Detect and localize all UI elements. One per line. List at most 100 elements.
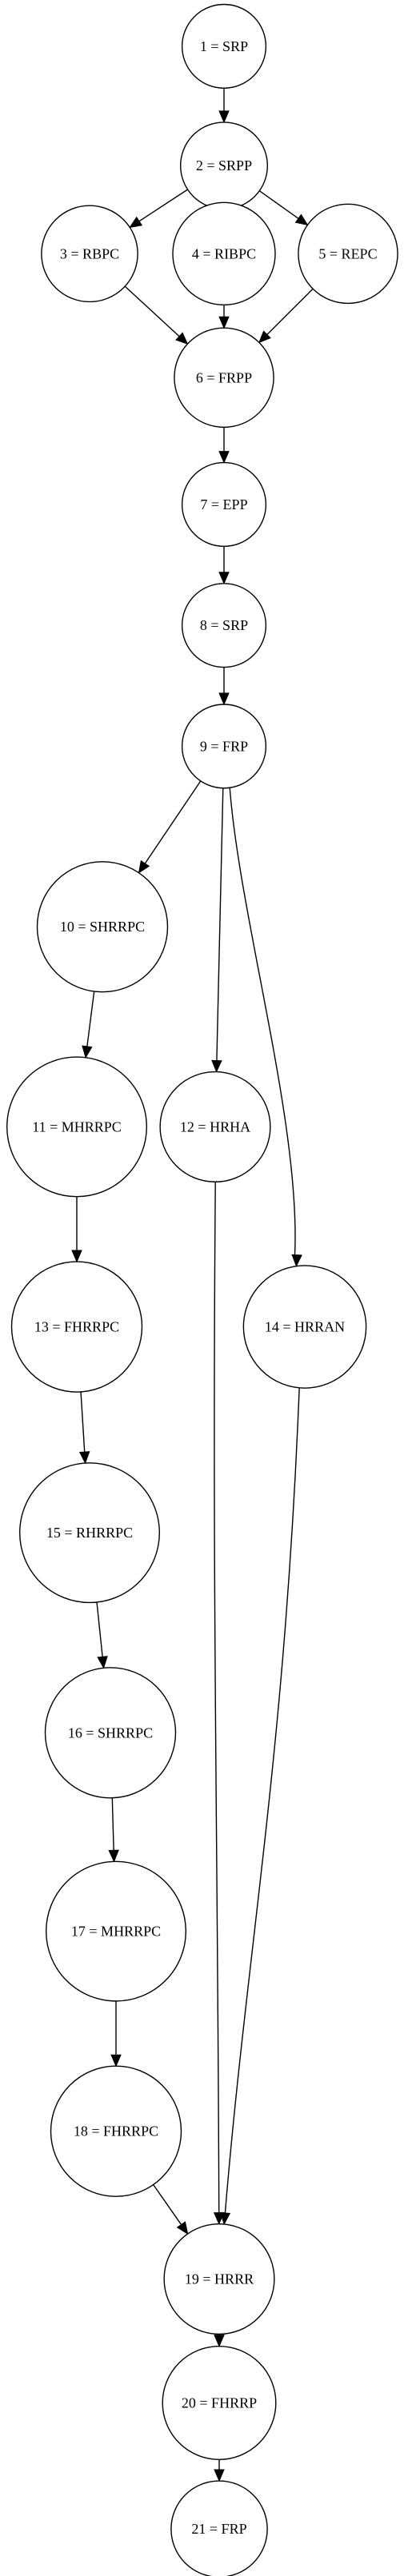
node-label-14: 14 = HRRAN [265, 1319, 345, 1335]
node-circle-12 [159, 1071, 271, 1182]
node-circle-3 [41, 205, 138, 303]
arrowhead-18-to-19 [176, 2221, 189, 2235]
node-circle-8 [181, 583, 267, 668]
node-label-8: 8 = SRP [200, 617, 248, 633]
node-label-4: 4 = RIBPC [192, 245, 256, 261]
arrowhead-16-to-17 [108, 1849, 119, 1863]
node-label-2: 2 = SRPP [196, 158, 252, 173]
arrowhead-7-to-8 [218, 572, 230, 585]
arrowhead-2-to-3 [129, 216, 143, 229]
node-label-7: 7 = EPP [200, 496, 247, 512]
node-9: 9 = FRP [181, 704, 267, 789]
node-label-1: 1 = SRP [200, 38, 248, 54]
arrowhead-10-to-11 [82, 1045, 93, 1059]
node-circle-16 [44, 1667, 177, 1799]
arrowhead-8-to-9 [218, 692, 230, 706]
arrowhead-15-to-16 [97, 1656, 108, 1669]
node-label-6: 6 = FRPP [196, 369, 252, 385]
node-7: 7 = EPP [181, 461, 267, 548]
edge-9-to-14 [229, 788, 296, 1255]
edge-2-to-5 [258, 190, 299, 219]
node-8: 8 = SRP [181, 583, 267, 668]
arrowhead-9-to-10 [138, 859, 150, 874]
node-label-12: 12 = HRHA [180, 1119, 250, 1134]
node-20: 20 = FHRRP [162, 2345, 277, 2460]
node-circle-6 [174, 327, 274, 429]
arrowhead-3-to-6 [175, 332, 189, 345]
edge-13-to-15 [80, 1391, 86, 1453]
arrowhead-19-to-20 [214, 2335, 225, 2347]
edge-3-to-6 [124, 285, 180, 337]
node-4: 4 = RIBPC [172, 201, 276, 306]
node-circle-20 [162, 2345, 277, 2460]
node-circle-17 [45, 1860, 187, 2002]
arrowhead-6-to-7 [218, 451, 230, 464]
node-2: 2 = SRPP [179, 122, 269, 210]
node-19: 19 = HRRR [163, 2223, 275, 2335]
node-18: 18 = FHRRPC [50, 2065, 182, 2197]
node-6: 6 = FRPP [174, 327, 274, 429]
node-16: 16 = SHRRPC [44, 1667, 177, 1799]
edge-16-to-17 [111, 1797, 114, 1851]
node-label-16: 16 = SHRRPC [68, 1725, 153, 1741]
node-circle-21 [170, 2480, 268, 2576]
node-21: 21 = FRP [170, 2480, 268, 2576]
node-14: 14 = HRRAN [242, 1265, 367, 1389]
node-label-3: 3 = RBPC [60, 245, 119, 261]
arrowhead-11-to-13 [71, 1250, 82, 1263]
node-12: 12 = HRHA [159, 1071, 271, 1182]
edge-18-to-19 [153, 2184, 182, 2225]
node-13: 13 = FHRRPC [10, 1261, 143, 1393]
node-label-10: 10 = SHRRPC [60, 919, 145, 935]
node-11: 11 = MHRRPC [6, 1056, 148, 1198]
arrowhead-2-to-5 [294, 213, 309, 226]
node-circle-5 [298, 203, 398, 305]
node-circle-13 [10, 1261, 143, 1393]
edge-5-to-6 [266, 288, 314, 335]
node-label-9: 9 = FRP [200, 738, 248, 754]
node-circle-11 [6, 1056, 148, 1198]
edge-15-to-16 [96, 1601, 103, 1657]
node-circle-1 [181, 3, 267, 89]
edge-14-to-19 [224, 1387, 300, 2214]
node-10: 10 = SHRRPC [36, 861, 169, 993]
node-label-5: 5 = REPC [318, 245, 377, 261]
arrowhead-17-to-18 [110, 2054, 122, 2068]
arrowhead-9-to-12 [211, 1059, 222, 1073]
node-circle-18 [50, 2065, 182, 2197]
graph-nodes: 1 = SRP 2 = SRPP 3 = RBPC 4 = RIBPC 5 = REPC… [6, 3, 398, 2576]
node-label-13: 13 = FHRRPC [34, 1319, 119, 1335]
node-circle-4 [172, 201, 276, 306]
node-label-20: 20 = FHRRP [182, 2395, 257, 2411]
node-circle-15 [18, 1462, 161, 1604]
node-label-21: 21 = FRP [191, 2521, 246, 2537]
node-15: 15 = RHRRPC [18, 1462, 161, 1604]
node-circle-7 [181, 461, 267, 548]
edge-10-to-11 [86, 991, 95, 1047]
arrowhead-1-to-2 [218, 110, 230, 124]
node-circle-19 [163, 2223, 275, 2335]
edge-9-to-10 [144, 780, 202, 864]
node-label-11: 11 = MHRRPC [32, 1119, 122, 1134]
arrowhead-9-to-14 [291, 1254, 302, 1267]
node-label-17: 17 = MHRRPC [71, 1924, 161, 1940]
graph-edges [71, 88, 314, 2482]
node-5: 5 = REPC [298, 203, 398, 305]
edge-9-to-12 [216, 788, 224, 1061]
arrowhead-13-to-15 [78, 1451, 90, 1465]
arrowhead-5-to-6 [258, 330, 271, 344]
node-17: 17 = MHRRPC [45, 1860, 187, 2002]
arrowhead-4-to-6 [218, 316, 230, 329]
arrowhead-14-to-19 [219, 2211, 231, 2226]
node-label-15: 15 = RHRRPC [46, 1525, 133, 1541]
edge-2-to-3 [138, 189, 188, 222]
node-label-18: 18 = FHRRPC [74, 2123, 158, 2139]
node-1: 1 = SRP [181, 3, 267, 89]
node-3: 3 = RBPC [41, 205, 138, 303]
node-circle-14 [242, 1265, 367, 1389]
node-label-19: 19 = HRRR [185, 2271, 254, 2287]
arrowhead-20-to-21 [214, 2469, 225, 2482]
node-circle-10 [36, 861, 169, 993]
node-circle-9 [181, 704, 267, 789]
